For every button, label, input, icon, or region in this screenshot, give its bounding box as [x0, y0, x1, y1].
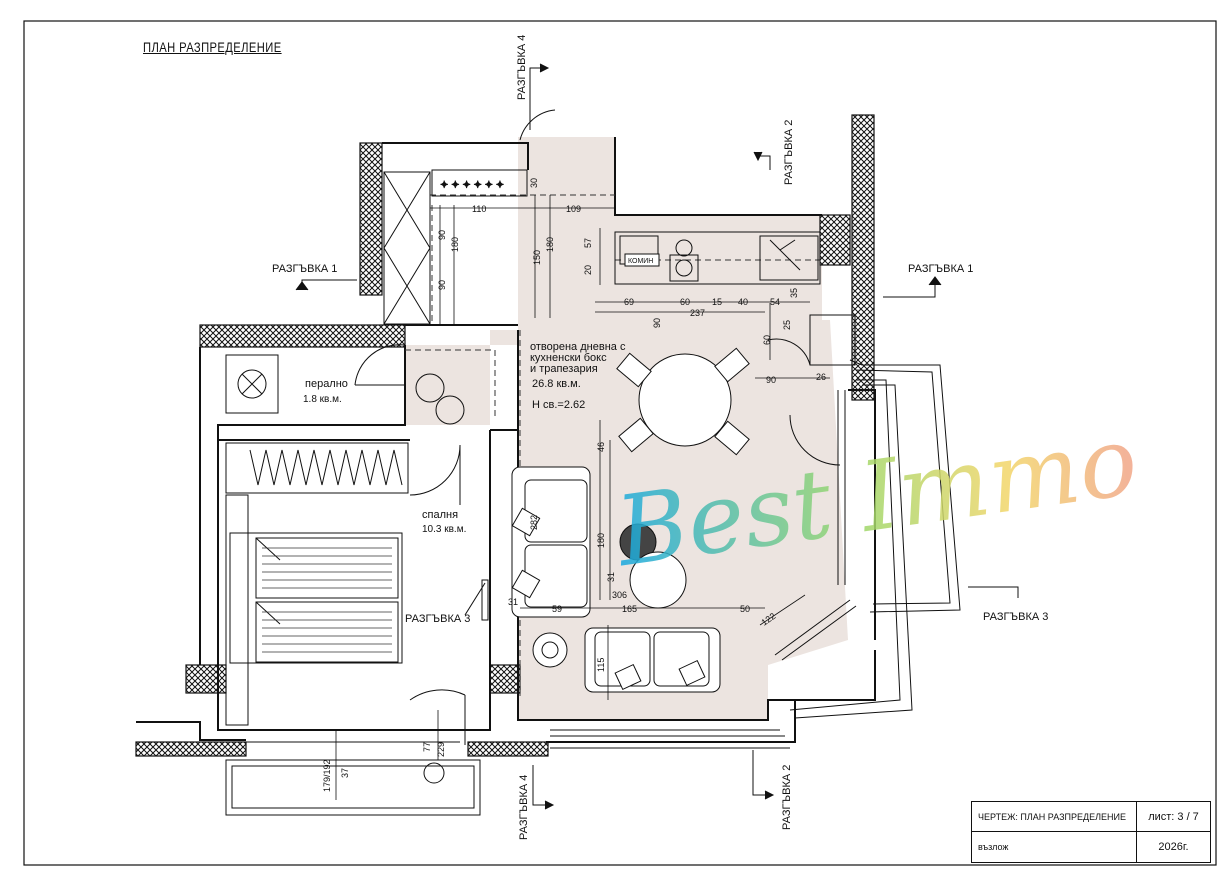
dim-label: 165	[622, 604, 637, 614]
living-name-line1: отворена дневна с	[530, 341, 626, 353]
dim-label: 180	[545, 237, 555, 252]
dim-label: 180	[596, 533, 606, 548]
dim-label: 30	[529, 178, 539, 188]
ceiling-height: H св.=2.62	[532, 399, 585, 411]
dim-label: 237	[690, 308, 705, 318]
floor-shading	[405, 137, 848, 720]
dim-label: 180	[450, 237, 460, 252]
doors	[519, 109, 857, 661]
dim-label: 31	[508, 597, 518, 607]
dim-label: 90	[652, 318, 662, 328]
drawing-label: ЧЕРТЕЖ: ПЛАН РАЗПРЕДЕЛЕНИЕ	[972, 802, 1137, 832]
dim-label: 15	[712, 297, 722, 307]
dim-label: 40	[738, 297, 748, 307]
dim-label: 31	[606, 572, 616, 582]
hood-label: КОМИН	[628, 258, 653, 265]
section-1-right-label: РАЗГЪВКА 1	[908, 263, 973, 275]
living-area: 26.8 кв.м.	[532, 378, 581, 390]
year: 2026г.	[1158, 841, 1189, 853]
room-labels: перално 1.8 кв.м. спалня 10.3 кв.м. отво…	[303, 341, 626, 535]
title-block: ЧЕРТЕЖ: ПЛАН РАЗПРЕДЕЛЕНИЕ лист: 3 / 7 в…	[971, 801, 1211, 863]
section-4-top-label: РАЗГЪВКА 4	[516, 35, 528, 100]
dim-label: 69	[624, 297, 634, 307]
dim-label: 59	[552, 604, 562, 614]
laundry-area: 1.8 кв.м.	[303, 394, 342, 405]
section-markers	[295, 63, 1019, 810]
section-2-bottom-label: РАЗГЪВКА 2	[781, 765, 793, 830]
dimension-lines	[335, 195, 830, 800]
bedroom-name: спалня	[422, 509, 458, 521]
dim-label: 109	[566, 204, 581, 214]
dim-label: 229	[436, 742, 446, 757]
laundry-room	[225, 344, 465, 425]
dim-label: 150	[532, 250, 542, 265]
svg-text:✦ ✦ ✦ ✦ ✦ ✦: ✦ ✦ ✦ ✦ ✦ ✦	[440, 180, 504, 191]
section-4-bottom-label: РАЗГЪВКА 4	[518, 775, 530, 840]
walls	[136, 137, 876, 743]
dim-label: 60	[680, 297, 690, 307]
dim-label: 60	[762, 335, 772, 345]
section-3-left-label: РАЗГЪВКА 3	[405, 613, 470, 625]
dim-label: 37	[340, 768, 350, 778]
section-labels: РАЗГЪВКА 1 РАЗГЪВКА 1 РАЗГЪВКА 4 РАЗГЪВК…	[272, 35, 1048, 840]
dim-label: 35	[789, 288, 799, 298]
sheet-border	[23, 20, 1217, 866]
wall-columns	[135, 114, 875, 757]
section-2-top-label: РАЗГЪВКА 2	[783, 120, 795, 185]
bedroom-area: 10.3 кв.м.	[422, 524, 466, 535]
bedroom-furniture	[225, 442, 489, 784]
dim-label: 50	[740, 604, 750, 614]
section-3-right-label: РАЗГЪВКА 3	[983, 611, 1048, 623]
dim-label: 282	[529, 515, 539, 530]
dim-label: 54	[770, 297, 780, 307]
wall-inner-lines	[225, 359, 961, 816]
client-label: възлож	[972, 832, 1137, 862]
dim-label: 306	[612, 590, 627, 600]
dim-label: 179/192	[322, 759, 332, 792]
dimension-labels: 30 110 109 90 180 90 150 180 57 20 69 60…	[322, 178, 826, 792]
dim-label: 26	[816, 372, 826, 382]
dim-label: 90	[766, 375, 776, 385]
dim-label: 115	[596, 658, 606, 672]
wardrobe-hall: ✦ ✦ ✦ ✦ ✦ ✦	[383, 169, 528, 325]
dim-label: 25	[782, 320, 792, 330]
dining-table	[616, 347, 750, 456]
section-1-left-label: РАЗГЪВКА 1	[272, 263, 337, 275]
kitchen-hood: КОМИН	[624, 253, 660, 267]
dim-label: 46	[596, 442, 606, 452]
dim-label: 90	[437, 280, 447, 290]
dim-label: 57	[583, 238, 593, 248]
living-name-line3: и трапезария	[530, 363, 598, 375]
dim-label: 110	[472, 204, 486, 214]
dim-label: 20	[583, 265, 593, 275]
sheet-number: лист: 3 / 7	[1137, 802, 1210, 832]
laundry-name: перално	[305, 378, 348, 390]
dim-label: 90	[437, 230, 447, 240]
living-name-line2: кухненски бокс	[530, 352, 607, 364]
plan-title: ПЛАН РАЗПРЕДЕЛЕНИЕ	[143, 39, 282, 55]
dim-label: 77	[422, 742, 432, 752]
